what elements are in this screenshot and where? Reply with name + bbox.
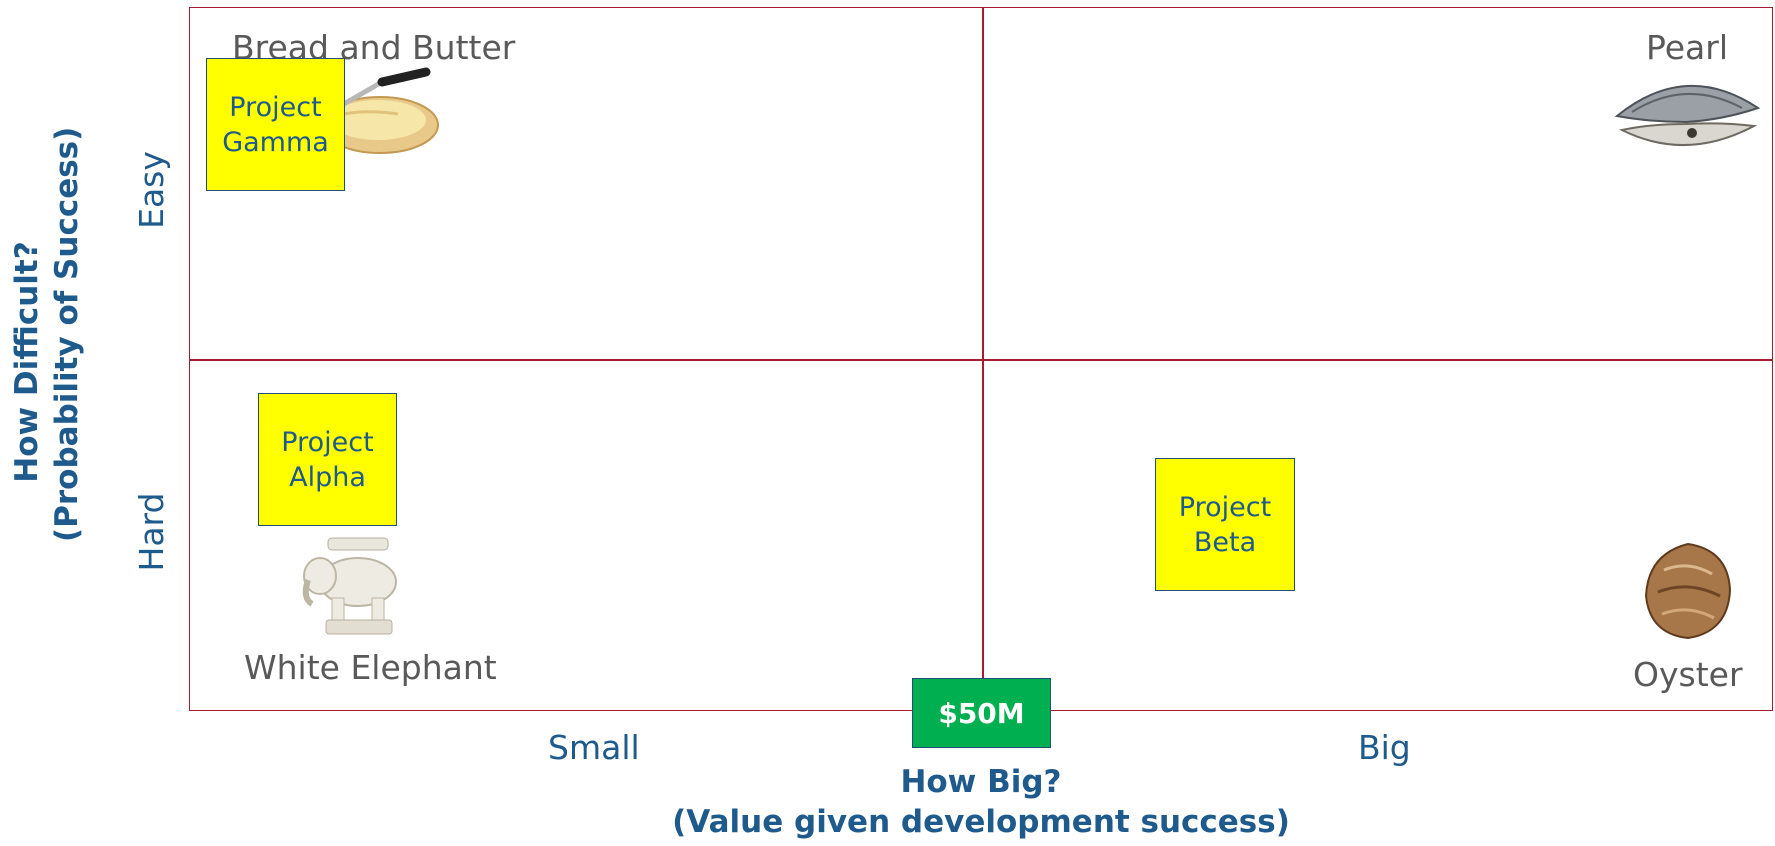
project-gamma-card[interactable]: Project Gamma <box>206 58 345 191</box>
project-alpha-card[interactable]: Project Alpha <box>258 393 397 526</box>
oyster-image <box>1644 542 1732 640</box>
horizontal-divider <box>189 359 1773 361</box>
bread-and-butter-image <box>321 67 439 154</box>
y-axis-tick-hard: Hard <box>132 492 171 572</box>
white-elephant-image <box>302 537 397 635</box>
y-axis-title-line2: (Probability of Success) <box>49 126 85 542</box>
y-axis-title-line1: How Difficult? <box>9 241 45 483</box>
project-alpha-label: Project Alpha <box>281 426 374 493</box>
quadrant-label-pearl: Pearl <box>1646 28 1728 67</box>
x-axis-title: How Big? (Value given development succes… <box>480 762 1482 842</box>
threshold-badge: $50M <box>912 678 1051 748</box>
project-beta-label: Project Beta <box>1178 491 1272 558</box>
quadrant-label-oyster: Oyster <box>1633 655 1743 694</box>
x-axis-title-line1: How Big? <box>900 764 1062 800</box>
quadrant-label-white-elephant: White Elephant <box>244 648 497 687</box>
y-axis-tick-easy: Easy <box>132 151 171 229</box>
x-axis-tick-small: Small <box>548 728 640 767</box>
project-gamma-label: Project Gamma <box>222 91 329 158</box>
y-axis-title: How Difficult? (Probability of Success) <box>7 126 91 542</box>
project-beta-card[interactable]: Project Beta <box>1155 458 1295 591</box>
x-axis-title-line2: (Value given development success) <box>672 804 1290 840</box>
pearl-oyster-image <box>1614 84 1761 146</box>
x-axis-tick-big: Big <box>1358 728 1411 767</box>
